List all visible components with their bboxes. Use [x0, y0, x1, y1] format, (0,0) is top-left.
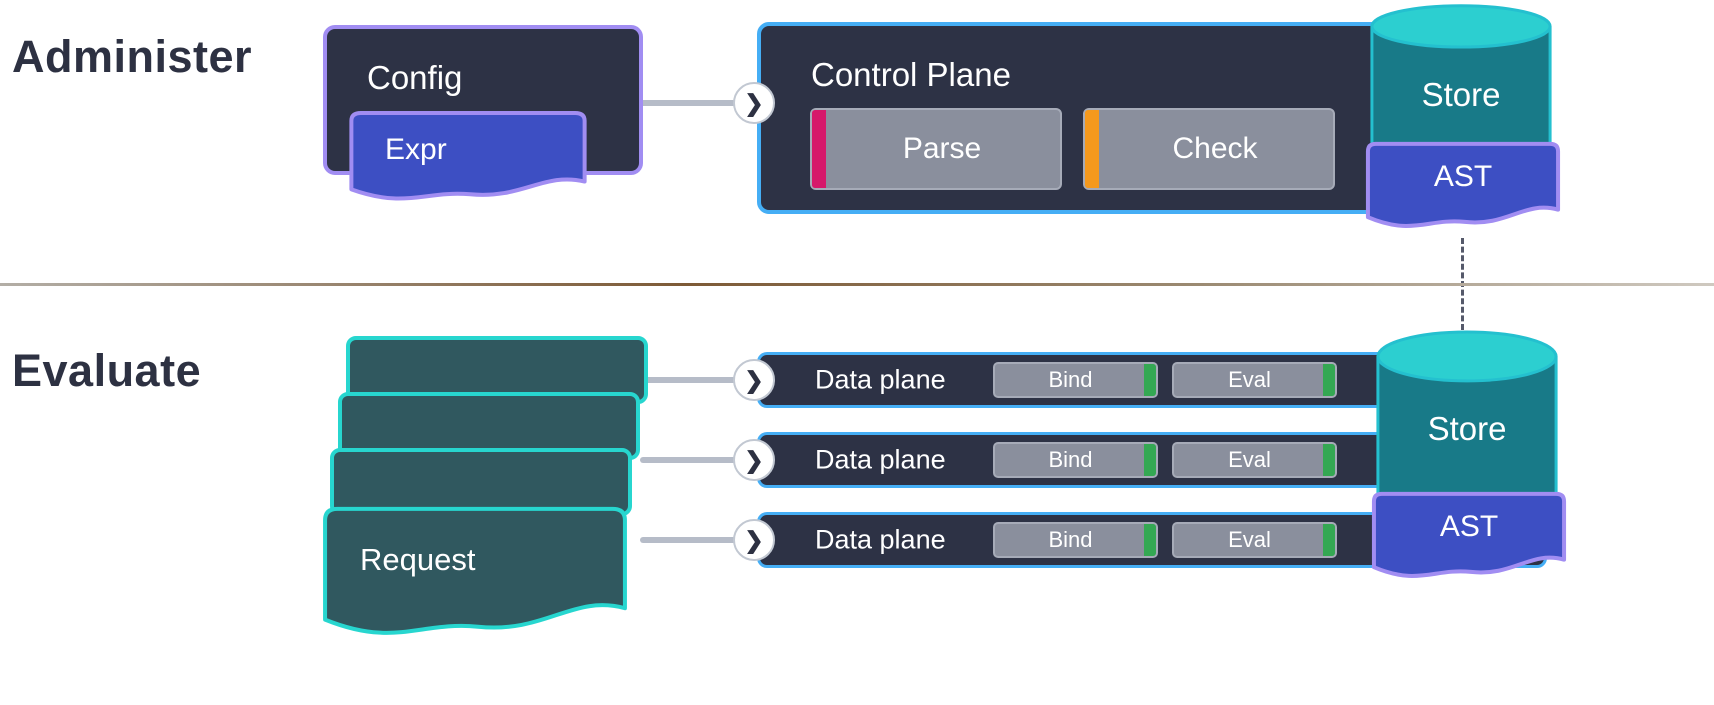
bind-label-1: Bind — [1048, 367, 1093, 392]
bind-accent-bar-3 — [1144, 524, 1156, 556]
chevron-icon: ❯ — [744, 446, 764, 473]
check-label: Check — [1172, 132, 1258, 165]
request-document: Request — [322, 506, 628, 648]
parse-stage: Parse — [810, 108, 1062, 190]
chevron-circle-dataplane-1: ❯ — [733, 359, 775, 401]
eval-label-1: Eval — [1228, 367, 1271, 392]
data-plane-label-2: Data plane — [815, 444, 946, 475]
chevron-circle-dataplane-3: ❯ — [733, 519, 775, 561]
data-plane-label-3: Data plane — [815, 524, 946, 555]
connector-request-dataplane-2 — [640, 457, 750, 463]
eval-stage-1: Eval — [1172, 362, 1337, 398]
chevron-circle-administer: ❯ — [733, 82, 775, 124]
check-accent-bar — [1085, 110, 1099, 188]
document-shape — [1366, 142, 1560, 236]
bind-stage-3: Bind — [993, 522, 1158, 558]
eval-stage-3: Eval — [1172, 522, 1337, 558]
control-plane-label: Control Plane — [811, 56, 1011, 93]
connector-config-controlplane — [640, 100, 750, 106]
connector-request-dataplane-3 — [640, 537, 750, 543]
eval-accent-bar-3 — [1323, 524, 1335, 556]
parse-label: Parse — [902, 132, 982, 165]
document-shape — [322, 506, 628, 648]
eval-label-3: Eval — [1228, 527, 1271, 552]
section-heading-evaluate: Evaluate — [12, 345, 202, 396]
section-divider — [0, 283, 1714, 286]
data-plane-label-1: Data plane — [815, 364, 946, 395]
bind-label-3: Bind — [1048, 527, 1093, 552]
eval-label-2: Eval — [1228, 447, 1271, 472]
connector-request-dataplane-1 — [640, 377, 750, 383]
config-label: Config — [367, 59, 463, 96]
ast-document-evaluate: AST — [1372, 492, 1566, 586]
expr-document: Expr — [349, 111, 587, 209]
chevron-icon: ❯ — [744, 89, 764, 116]
control-plane-box: Control Plane Parse Check — [757, 22, 1397, 214]
bind-accent-bar-1 — [1144, 364, 1156, 396]
eval-stage-2: Eval — [1172, 442, 1337, 478]
section-heading-administer: Administer — [12, 31, 253, 82]
document-shape — [1372, 492, 1566, 586]
expr-label: Expr — [385, 133, 447, 166]
request-label: Request — [360, 542, 476, 577]
ast-label-administer: AST — [1433, 160, 1493, 193]
chevron-circle-dataplane-2: ❯ — [733, 439, 775, 481]
parse-accent-bar — [812, 110, 826, 188]
document-shape — [349, 111, 587, 209]
eval-accent-bar-2 — [1323, 444, 1335, 476]
bind-stage-2: Bind — [993, 442, 1158, 478]
store-label-administer: Store — [1421, 76, 1501, 113]
bind-stage-1: Bind — [993, 362, 1158, 398]
store-label-evaluate: Store — [1427, 410, 1507, 447]
chevron-icon: ❯ — [744, 366, 764, 393]
bind-accent-bar-2 — [1144, 444, 1156, 476]
bind-label-2: Bind — [1048, 447, 1093, 472]
eval-accent-bar-1 — [1323, 364, 1335, 396]
ast-label-evaluate: AST — [1439, 510, 1499, 543]
check-stage: Check — [1083, 108, 1335, 190]
chevron-icon: ❯ — [744, 526, 764, 553]
ast-document-administer: AST — [1366, 142, 1560, 236]
request-stack: Request — [322, 336, 656, 656]
